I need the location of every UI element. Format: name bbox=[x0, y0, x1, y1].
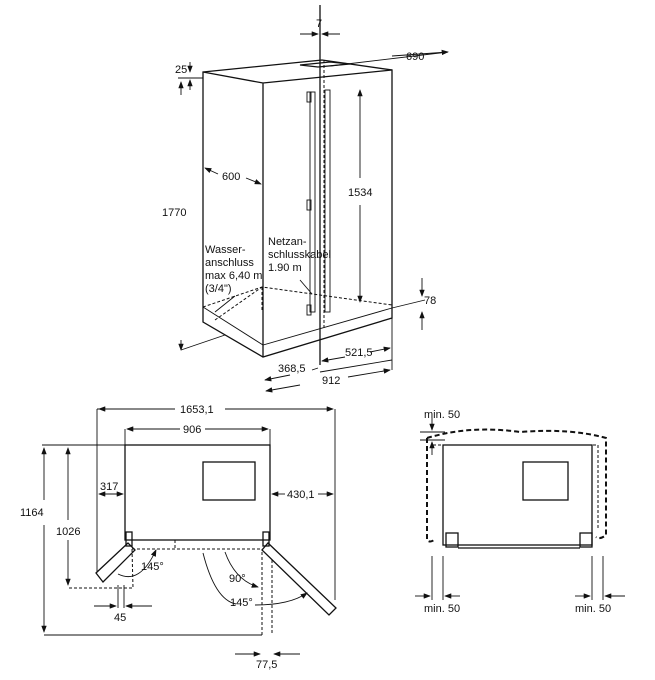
dim-plinth: 78 bbox=[424, 295, 436, 307]
dim-depth: 690 bbox=[406, 51, 424, 63]
dim-left-width: 368,5 bbox=[278, 363, 306, 375]
dim-depth: 1026 bbox=[56, 526, 80, 538]
left-door bbox=[95, 542, 136, 583]
svg-text:schlusskabel: schlusskabel bbox=[268, 249, 331, 261]
dim-top: 25 bbox=[175, 64, 187, 76]
svg-text:Wasser-: Wasser- bbox=[205, 244, 246, 256]
power-cable-label: Netzan- schlusskabel 1.90 m bbox=[268, 236, 331, 274]
dispenser bbox=[202, 461, 256, 501]
water-connection-label: Wasser- anschluss max 6,40 m (3/4") bbox=[205, 244, 262, 295]
dim-left-clearance: 317 bbox=[100, 481, 118, 493]
dim-door-height: 1534 bbox=[348, 187, 372, 199]
angle-right-90: 90° bbox=[229, 573, 246, 585]
dim-right-width: 521,5 bbox=[345, 347, 373, 359]
fridge-top bbox=[124, 444, 271, 541]
svg-text:Netzan-: Netzan- bbox=[268, 236, 307, 248]
dim-right-clearance: 430,1 bbox=[287, 489, 315, 501]
svg-text:(3/4"): (3/4") bbox=[205, 283, 232, 295]
perspective-view: 7 690 25 1770 600 1534 78 521,5 368,5 91… bbox=[162, 5, 449, 393]
dim-depth-open: 1164 bbox=[20, 507, 44, 519]
top-view-door-swing: 1653,1 906 317 430,1 1164 1026 45 77,5 1… bbox=[20, 404, 337, 671]
angle-left-145: 145° bbox=[141, 561, 164, 573]
dim-hinge-left: 45 bbox=[114, 612, 126, 624]
dim-hinge-right: 77,5 bbox=[256, 659, 277, 671]
handles bbox=[306, 89, 331, 316]
svg-text:max 6,40 m: max 6,40 m bbox=[205, 270, 262, 282]
dim-clearance-right: min. 50 bbox=[575, 603, 611, 615]
dim-clearance-left: min. 50 bbox=[424, 603, 460, 615]
svg-text:anschluss: anschluss bbox=[205, 257, 254, 269]
clearance-view: min. 50 min. 50 min. 50 bbox=[415, 409, 625, 615]
fridge-top bbox=[442, 444, 593, 546]
svg-text:1.90 m: 1.90 m bbox=[268, 262, 302, 274]
dim-total-width: 1653,1 bbox=[180, 404, 214, 416]
dim-side-depth: 600 bbox=[222, 171, 240, 183]
dim-clearance-top: min. 50 bbox=[424, 409, 460, 421]
dim-width: 906 bbox=[183, 424, 201, 436]
dim-gap: 7 bbox=[316, 18, 322, 30]
fridge-outline bbox=[202, 59, 393, 358]
dispenser bbox=[522, 461, 569, 501]
dim-height: 1770 bbox=[162, 207, 186, 219]
angle-right-145: 145° bbox=[230, 597, 253, 609]
dim-width: 912 bbox=[322, 375, 340, 387]
